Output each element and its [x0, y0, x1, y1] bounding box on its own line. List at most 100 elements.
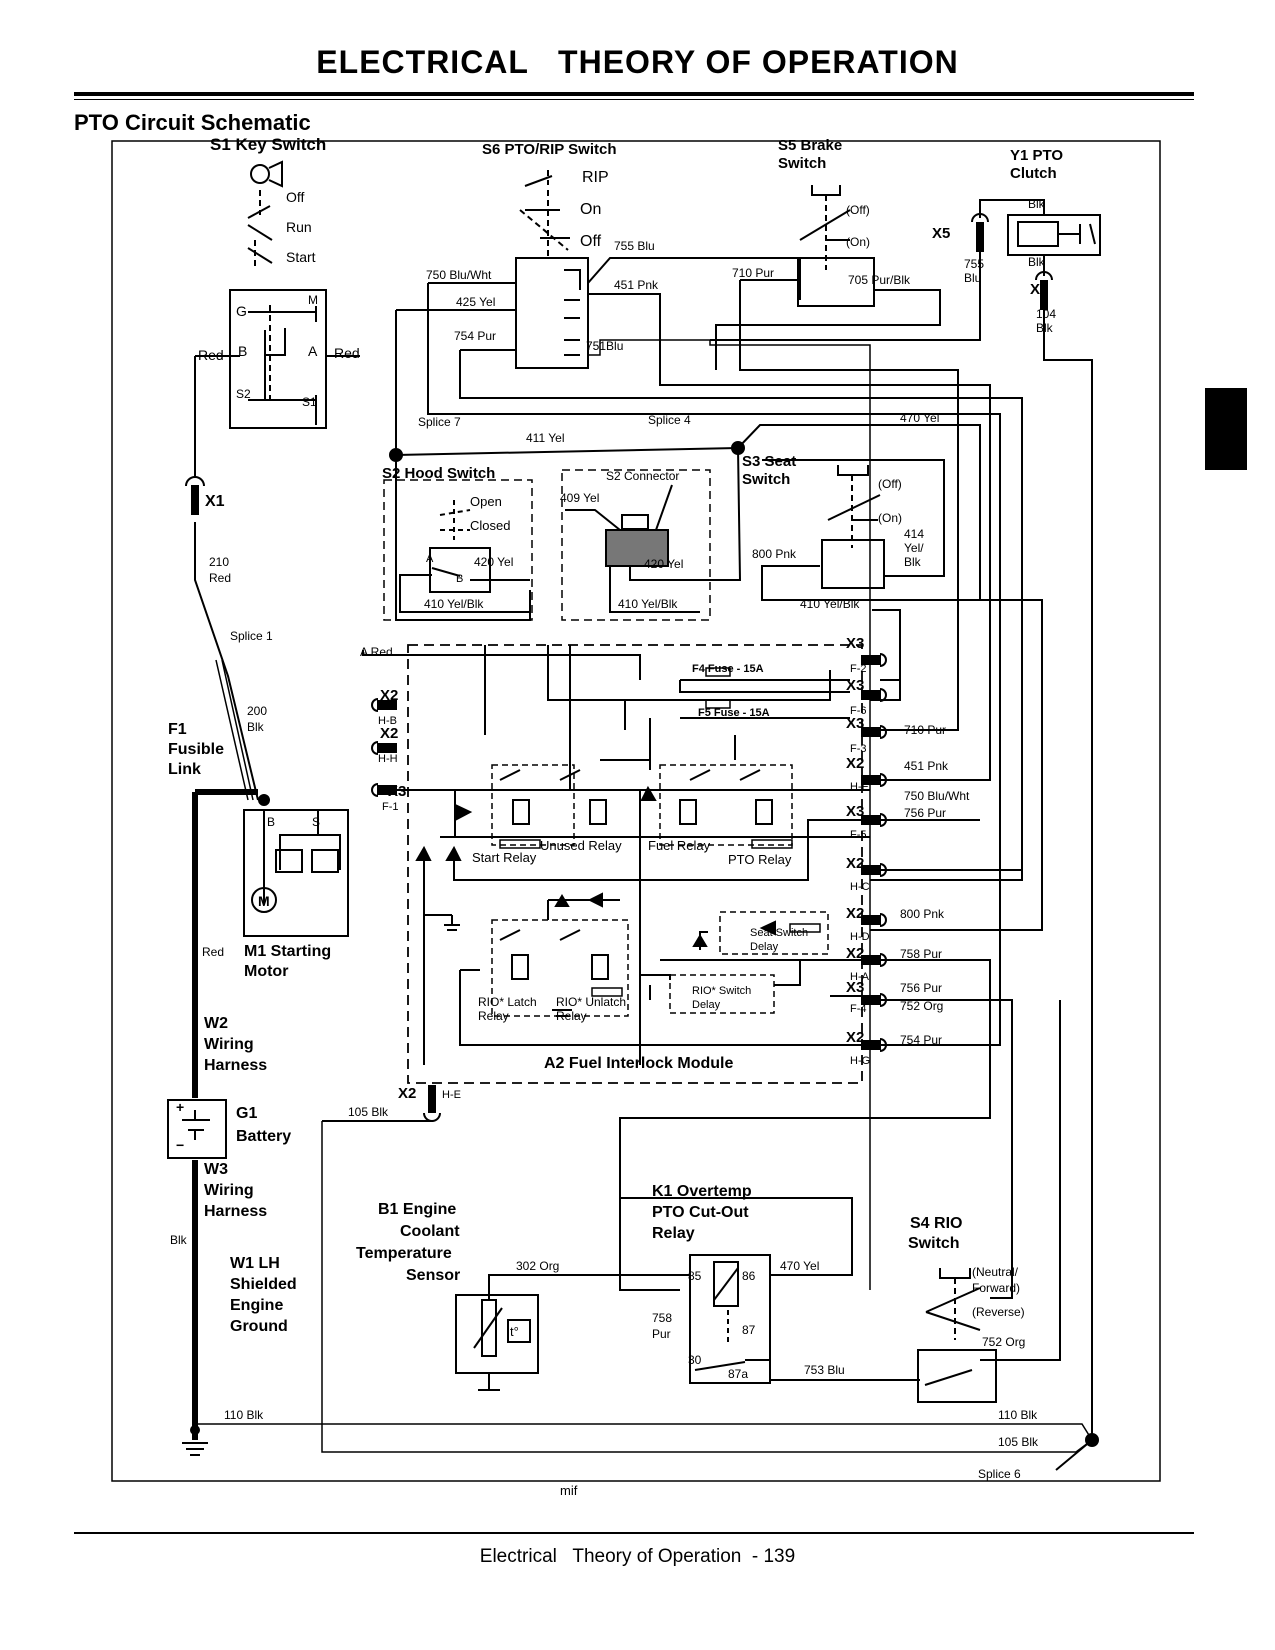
w410c-label: 410 Yel/Blk — [800, 597, 860, 611]
x5b-label: X5 — [1030, 281, 1048, 298]
w758b-label: 758 — [652, 1311, 672, 1325]
w411-label: 411 Yel — [526, 431, 565, 445]
w1-label: W1 LH — [230, 1255, 280, 1272]
a2-fuel-interlock-module-box — [407, 644, 863, 1084]
w710b-label: 710 Pur — [904, 723, 946, 737]
s5-label: S5 Brake — [778, 137, 842, 154]
hb-label: H-B — [378, 715, 397, 727]
w470-label: 470 Yel — [900, 411, 939, 425]
blk2-label: Blk — [1028, 255, 1046, 269]
sensor-label: Sensor — [406, 1267, 460, 1284]
section-tab-marker — [1205, 388, 1247, 470]
battery-label: Battery — [236, 1128, 291, 1145]
s2-connector-label: S2 Connector — [606, 469, 679, 483]
f6-label: F-6 — [850, 705, 867, 717]
blk-left-label: Blk — [170, 1233, 188, 1247]
key-start-label: Start — [286, 249, 316, 265]
w451-label: 451 Pnk — [614, 278, 659, 292]
f3-label: F-3 — [850, 743, 867, 755]
s6-pto-rip-switch — [515, 170, 589, 369]
fuel-pto-relay-box — [659, 764, 793, 846]
x2-he: X2 — [398, 1085, 416, 1102]
reverse-label: (Reverse) — [972, 1305, 1025, 1319]
w800-label: 800 Pnk — [752, 547, 797, 561]
s1-key-switch-label: S1 Key Switch — [210, 135, 326, 154]
start-relay-box — [491, 764, 575, 846]
s3-switch-label: Switch — [742, 471, 790, 488]
w3-wiring: Wiring — [204, 1182, 254, 1199]
x3-f6: X3 — [846, 677, 864, 694]
w710-label: 710 Pur — [732, 266, 774, 280]
w758a-label: 758 Pur — [900, 947, 942, 961]
w1-shielded: Shielded — [230, 1276, 297, 1293]
pur-k1-label: Pur — [652, 1327, 671, 1341]
w420b-label: 420 Yel — [644, 557, 683, 571]
footer-rule — [74, 1532, 1194, 1534]
term-m: M — [308, 293, 318, 307]
key-off-label: Off — [286, 189, 305, 205]
battery-heavy-cable — [192, 789, 258, 1440]
ha-label: H-A — [850, 971, 870, 983]
b1-coolant-temp-sensor — [455, 1294, 539, 1374]
w451b-label: 451 Pnk — [904, 759, 949, 773]
pto-relay-label: PTO Relay — [728, 852, 792, 867]
w750b-label: 750 Blu/Wht — [904, 789, 970, 803]
off6-label: Off — [580, 233, 602, 250]
s4-label: S4 RIO — [910, 1215, 962, 1232]
rio-delay-label2: Delay — [692, 999, 721, 1011]
f1-label: F1 — [168, 721, 187, 738]
x3-f3: X3 — [846, 715, 864, 732]
x2-hh: X2 — [380, 725, 398, 742]
w409-label: 409 Yel — [560, 491, 599, 505]
w1-engine: Engine — [230, 1297, 283, 1314]
schematic-frame — [111, 140, 1161, 1482]
clutch-label: Clutch — [1010, 165, 1057, 182]
w410b-label: 410 Yel/Blk — [618, 597, 678, 611]
term-g: G — [236, 303, 247, 319]
wire-710-pur — [739, 279, 959, 731]
header-rule-thin — [74, 99, 1194, 100]
k1-overtemp-relay — [689, 1254, 771, 1384]
w752a-label: 752 Org — [900, 999, 943, 1013]
unused-relay-label: Unused Relay — [540, 838, 622, 853]
fuel-relay-label: Fuel Relay — [648, 838, 711, 853]
blk1-label: Blk — [1028, 197, 1046, 211]
temperature-label: Temperature — [356, 1245, 452, 1262]
page-footer: Electrical Theory of Operation - 139 — [479, 1546, 796, 1567]
y1-label: Y1 PTO — [1010, 147, 1063, 164]
seat-delay-label: Seat Switch — [750, 927, 808, 939]
s5-switch-label: Switch — [778, 155, 826, 172]
w705-label: 705 Pur/Blk — [848, 273, 911, 287]
blk104-label: Blk — [1036, 321, 1054, 335]
w800b-label: 800 Pnk — [900, 907, 945, 921]
fuse4-label: F4 Fuse - 15A — [692, 663, 764, 675]
pin85: 85 — [688, 1269, 702, 1283]
motor-term-s: S — [312, 815, 320, 829]
w3-harness: Harness — [204, 1203, 267, 1220]
forward-label: Forward) — [972, 1281, 1020, 1295]
term-b: B — [238, 343, 247, 359]
w414a-label: 414 — [904, 527, 924, 541]
battery-plus: + — [176, 1099, 184, 1115]
f4-label: F-4 — [850, 1003, 867, 1015]
red-motor-label: Red — [202, 945, 224, 959]
w752b-label: 752 Org — [982, 1335, 1025, 1349]
g1-label: G1 — [236, 1105, 257, 1122]
k1-relay-label: Relay — [652, 1225, 695, 1242]
k1-label: K1 Overtemp — [652, 1183, 752, 1200]
g1-battery — [167, 1099, 227, 1159]
motor-label: Motor — [244, 963, 288, 980]
start-relay-label: Start Relay — [472, 850, 537, 865]
splice1-label: Splice 1 — [230, 629, 273, 643]
w425-label: 425 Yel — [456, 295, 495, 309]
b1-label: B1 Engine — [378, 1201, 456, 1218]
w2-harness: Harness — [204, 1057, 267, 1074]
w756b-label: 756 Pur — [900, 981, 942, 995]
blk200-label: Blk — [247, 720, 265, 734]
wire-210-red — [194, 522, 259, 801]
w414c-label: Blk — [904, 555, 922, 569]
blu-label: Blu — [964, 271, 981, 285]
w755-label: 755 — [964, 257, 984, 271]
x3-f1: X3 — [388, 783, 406, 800]
s1-key-switch — [195, 160, 360, 429]
